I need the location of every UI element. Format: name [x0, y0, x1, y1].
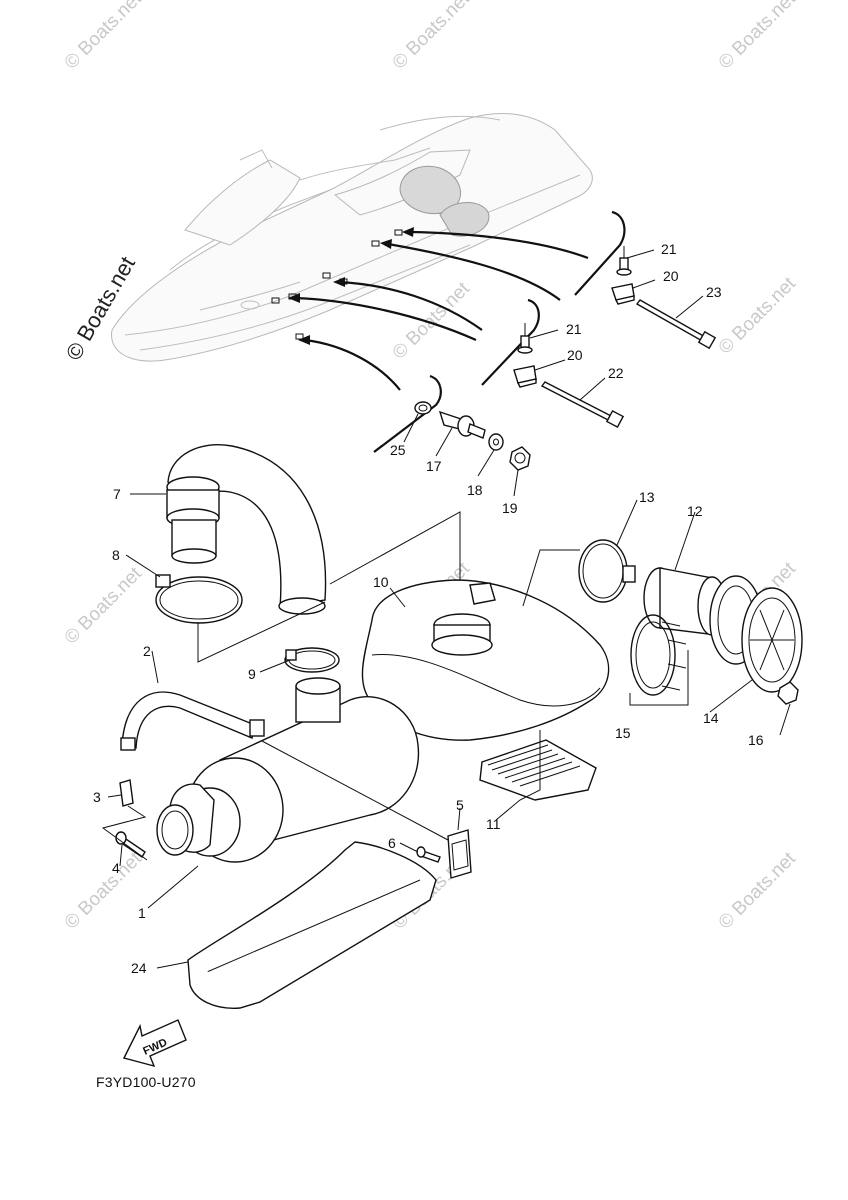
- callout-13: 13: [639, 489, 655, 505]
- leader-lines: [101, 249, 791, 969]
- plate-part-14-cover: [741, 587, 803, 693]
- callout-14: 14: [703, 710, 719, 726]
- flange-part-15: [630, 614, 687, 696]
- tray-part-24: [187, 841, 437, 1009]
- rivet-part-21-middle: [517, 323, 533, 354]
- nut-part-16: [777, 681, 799, 705]
- pad-part-11: [479, 739, 597, 801]
- watermark: © Boats.net: [389, 278, 475, 364]
- fwd-arrow-icon: FWD: [122, 1019, 187, 1068]
- callout-12: 12: [687, 503, 703, 519]
- callout-9: 9: [248, 666, 256, 682]
- callout-16: 16: [748, 732, 764, 748]
- bracket-part-5: [447, 829, 472, 879]
- watermark: © Boats.net: [715, 848, 801, 934]
- callout-21-middle: 21: [566, 321, 582, 337]
- callout-21-upper: 21: [661, 241, 677, 257]
- hose-clamp-part-9: [284, 647, 340, 673]
- bracket-part-3: [119, 779, 134, 807]
- detail-brackets: [373, 210, 626, 453]
- callout-23: 23: [706, 284, 722, 300]
- watermark: © Boats.net: [389, 0, 475, 74]
- callout-11: 11: [486, 816, 501, 832]
- tie-strap-part-22: [540, 381, 625, 429]
- callout-6: 6: [388, 835, 396, 851]
- callout-19: 19: [502, 500, 518, 516]
- location-arrows: [288, 227, 589, 391]
- callout-labels: 1 2 3 4 5 6 7 8 9 10 11 12 13 14 15 16 1…: [93, 241, 764, 976]
- watermark: © Boats.net: [61, 0, 147, 74]
- hose-clamp-part-8: [155, 574, 243, 624]
- muffler-part-1: [156, 677, 420, 863]
- watercraft-outline: [111, 113, 593, 362]
- callout-10: 10: [373, 574, 389, 590]
- callout-25: 25: [390, 442, 406, 458]
- callout-1: 1: [138, 905, 146, 921]
- fitting-part-17: [438, 410, 486, 439]
- callout-4: 4: [112, 860, 120, 876]
- callout-3: 3: [93, 789, 101, 805]
- nut-part-25: [414, 401, 432, 415]
- callout-8: 8: [112, 547, 120, 563]
- callout-15: 15: [615, 725, 631, 741]
- callout-2: 2: [143, 643, 151, 659]
- callout-5: 5: [456, 797, 464, 813]
- hose-part-7: [166, 444, 327, 615]
- clamp-part-13: [578, 539, 636, 603]
- screw-part-6: [416, 846, 441, 863]
- clip-part-20-upper: [611, 283, 635, 305]
- strap-part-2: [120, 691, 265, 751]
- rivet-part-21-upper: [616, 246, 632, 276]
- nut-part-19: [509, 446, 531, 471]
- watermark: © Boats.net: [715, 273, 801, 359]
- callout-20-upper: 20: [663, 268, 679, 284]
- watermark: © Boats.net: [715, 0, 801, 74]
- callout-18: 18: [467, 482, 483, 498]
- watermark: © Boats.net: [61, 848, 147, 934]
- washer-part-18: [488, 433, 504, 451]
- diagram-code: F3YD100-U270: [96, 1074, 196, 1090]
- clip-part-20-middle: [513, 365, 537, 388]
- callout-17: 17: [426, 458, 442, 474]
- tie-strap-part-23: [635, 299, 717, 350]
- watermark: © Boats.net: [61, 563, 147, 649]
- callout-20-middle: 20: [567, 347, 583, 363]
- callout-7: 7: [113, 486, 121, 502]
- callout-24: 24: [131, 960, 147, 976]
- callout-22: 22: [608, 365, 624, 381]
